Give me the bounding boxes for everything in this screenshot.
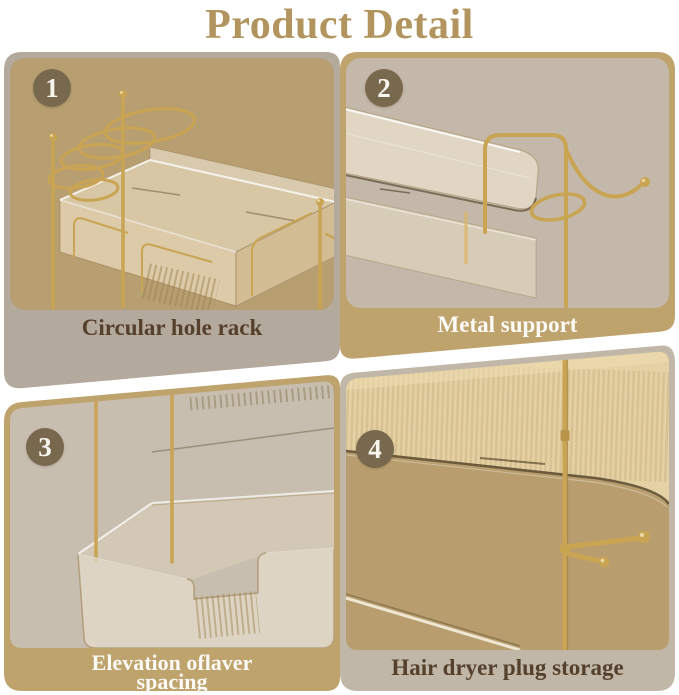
metal-support-bracket-icon: [483, 133, 644, 308]
panel-4-caption: Hair dryer plug storage: [391, 655, 624, 680]
panel-3-caption-line-1: Elevation oflaver: [91, 650, 253, 675]
panel-3-photo: [10, 381, 334, 648]
panel-3-caption-line-2: spacing: [136, 669, 208, 694]
panel-2-caption: Metal support: [437, 312, 578, 337]
plug-hook-icon: [559, 531, 650, 568]
panel-2-number-badge: 2: [365, 69, 403, 107]
panel-1-number-badge: 1: [33, 69, 71, 107]
panel-3-number-badge: 3: [26, 428, 64, 466]
panel-4-number-badge: 4: [356, 430, 394, 468]
panel-1-photo: [10, 58, 334, 310]
panel-4-photo: [346, 351, 669, 650]
panel-3-caption: Elevation oflaver spacing: [14, 650, 330, 694]
panel-1-caption: Circular hole rack: [81, 315, 263, 340]
panel-2-photo: [346, 58, 669, 308]
page-title: Product Detail: [205, 2, 474, 48]
